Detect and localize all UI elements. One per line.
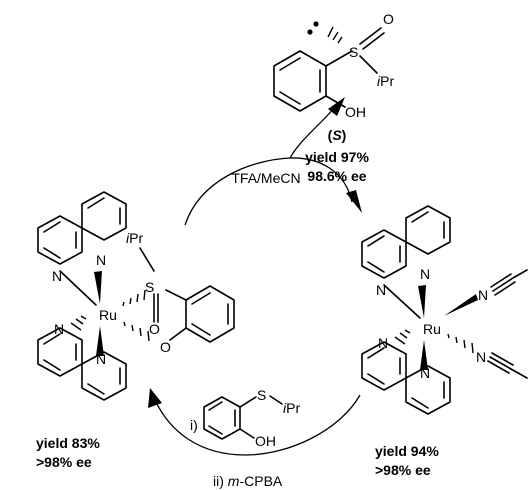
product-molecule: S O iPr OH: [273, 11, 394, 120]
right-mecn-n1-label: N: [478, 287, 488, 303]
sulfide-oh-label: OH: [255, 433, 276, 449]
left-ru-label: Ru: [99, 307, 117, 323]
top-cycle-arc: [184, 157, 353, 226]
step1-label: i): [190, 417, 198, 433]
product-ipr-label: iPr: [377, 73, 394, 89]
product-yield-label: yield 97%: [305, 149, 369, 165]
left-n3-label: N: [54, 321, 64, 337]
right-ru-complex: N N N N Ru N N: [361, 205, 528, 415]
sulfide-reagent-molecule: S iPr OH: [203, 387, 300, 449]
left-sulfur-label: S: [145, 279, 154, 295]
product-oxygen-label: O: [383, 11, 394, 27]
left-n2-label: N: [96, 252, 106, 268]
step2-label: ii) m-CPBA: [213, 473, 283, 489]
top-branch-arc: [289, 106, 336, 159]
product-ee-label: 98.6% ee: [307, 168, 366, 184]
left-n4-label: N: [96, 351, 106, 367]
product-oh-label: OH: [345, 104, 366, 120]
branch-arrowhead: [328, 97, 345, 116]
left-sulfoxide-o-label: O: [149, 321, 160, 337]
product-configuration-label: (S): [328, 127, 347, 143]
right-n1-label: N: [376, 282, 386, 298]
right-ru-label: Ru: [423, 321, 441, 337]
right-yield-label: yield 94%: [375, 443, 439, 459]
sulfide-sulfur-label: S: [257, 387, 266, 403]
right-ee-label: >98% ee: [375, 462, 431, 478]
product-sulfur-label: S: [349, 44, 358, 60]
right-mecn-n2-label: N: [476, 349, 486, 365]
top-arrowhead: [346, 190, 362, 213]
left-n1-label: N: [52, 268, 62, 284]
left-phenoxide-o-label: O: [160, 339, 171, 355]
cycle-arrows: [148, 97, 362, 456]
right-n4-label: N: [420, 365, 430, 381]
left-yield-label: yield 83%: [36, 435, 100, 451]
bottom-arrowhead: [148, 388, 162, 408]
bottom-cycle-arc: [154, 394, 361, 456]
left-ee-label: >98% ee: [36, 454, 92, 470]
right-n3-label: N: [378, 335, 388, 351]
left-ru-complex: N N N N Ru S O O iPr: [37, 191, 235, 401]
sulfide-ipr-label: iPr: [283, 400, 300, 416]
right-n2-label: N: [420, 266, 430, 282]
top-reagent-label: TFA/MeCN: [231, 170, 300, 186]
left-ipr-label: iPr: [126, 230, 143, 246]
